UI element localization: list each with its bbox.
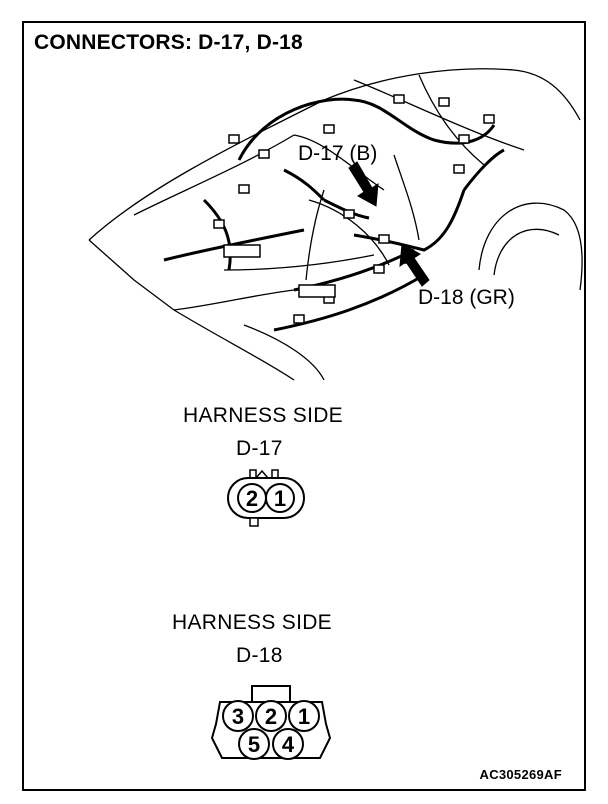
harness-side-label-d18: HARNESS SIDE <box>172 611 332 634</box>
callout-d17: D-17 (B) <box>298 142 378 165</box>
diagram-title: CONNECTORS: D-17, D-18 <box>34 31 303 54</box>
vehicle-harness-illustration <box>88 68 583 381</box>
connector-d17-face: 2 1 <box>227 469 305 527</box>
pin-d18-2: 2 <box>265 704 277 729</box>
pin-d18-5: 5 <box>248 732 260 757</box>
connector-d18-face: 3 2 1 5 4 <box>210 685 332 760</box>
connector-id-d17: D-17 <box>236 437 283 460</box>
connector-id-d18: D-18 <box>236 644 283 667</box>
pin-d18-4: 4 <box>282 732 295 757</box>
diagram-frame <box>22 21 586 791</box>
harness-side-label-d17: HARNESS SIDE <box>183 404 343 427</box>
pin-d18-1: 1 <box>298 704 310 729</box>
pin-d17-2: 2 <box>246 486 258 511</box>
callout-d18: D-18 (GR) <box>418 286 515 309</box>
pin-d17-1: 1 <box>274 486 286 511</box>
figure-code: AC305269AF <box>479 767 562 782</box>
pin-d18-3: 3 <box>232 704 244 729</box>
